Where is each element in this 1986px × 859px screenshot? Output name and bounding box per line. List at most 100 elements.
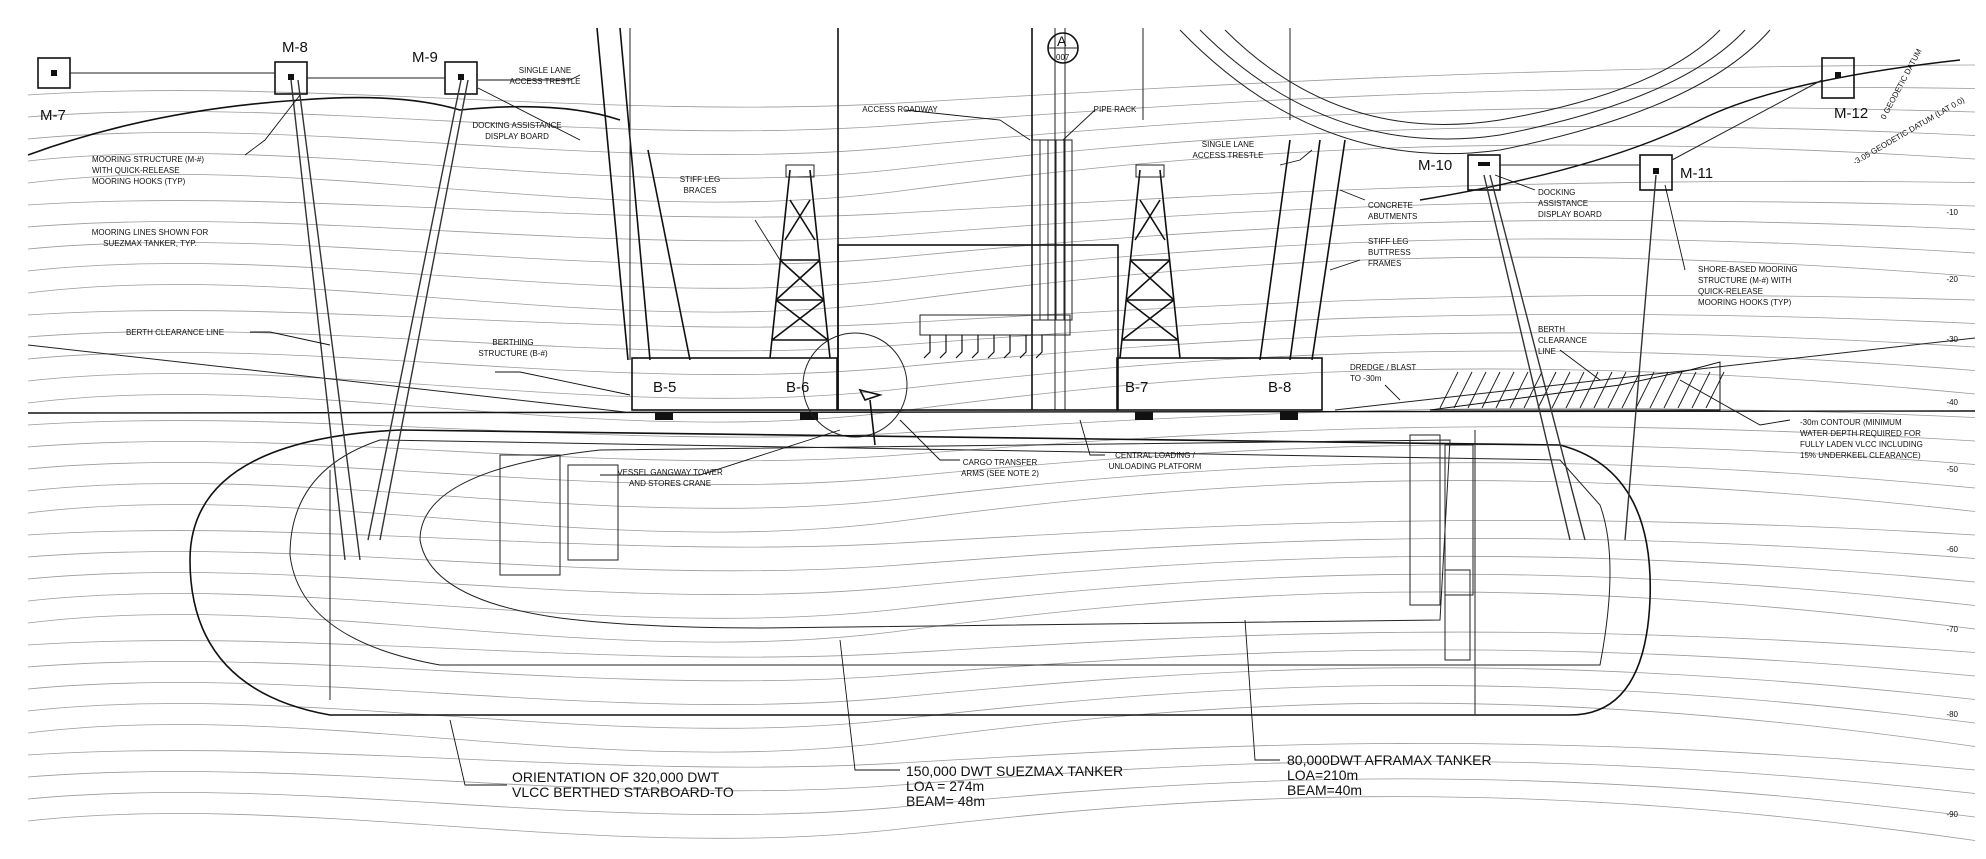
depth-label-d20: -20 [1946, 275, 1958, 284]
depth-label-d90: -90 [1946, 810, 1958, 819]
callout-vlcc-line-1: ORIENTATION OF 320,000 DWT [512, 769, 720, 785]
mooring-box-m11 [1639, 154, 1673, 191]
berthing-deck-left [631, 357, 838, 420]
callout-dredge-line-2: TO -30m [1350, 374, 1382, 383]
callout-stiff-leg-buttress-line-2: BUTTRESS [1368, 248, 1411, 257]
depth-label-d50: -50 [1946, 465, 1958, 474]
callout-docking-board-right-line-1: DOCKING [1538, 188, 1575, 197]
stiff-leg-tower-right [1119, 164, 1181, 359]
callout-single-lane-trestle-right-line-1: SINGLE LANE [1202, 140, 1254, 149]
callout-mooring-structure-line-1: MOORING STRUCTURE (M-#) [92, 155, 204, 164]
callout-contour-note-line-1: -30m CONTOUR (MINIMUM [1800, 418, 1902, 427]
callout-dredge-line-1: DREDGE / BLAST [1350, 363, 1416, 372]
berth-clearance-line-right [1334, 337, 1976, 411]
tag-m7: M-7 [40, 107, 66, 124]
callout-aframax-line-2: LOA=210m [1287, 767, 1358, 783]
dredge-hatch [1429, 361, 1725, 411]
callout-shore-mooring-line-3: QUICK-RELEASE [1698, 287, 1763, 296]
berthing-deck-right [1116, 357, 1323, 420]
tag-b8: B-8 [1268, 379, 1291, 396]
section-marker-letter: A [1057, 33, 1067, 49]
callout-stiff-leg-braces-line-1: STIFF LEG [680, 175, 720, 184]
callout-docking-board-right-line-2: ASSISTANCE [1538, 199, 1588, 208]
callout-docking-board-left-line-2: DISPLAY BOARD [485, 132, 549, 141]
callout-berthing-structure-line-1: BERTHING [492, 338, 533, 347]
shoreline-arc-inner [1199, 29, 1746, 140]
callout-stiff-leg-braces-line-2: BRACES [684, 186, 717, 195]
ship-superstructure [329, 430, 1476, 715]
callout-pipe-rack-line-1: PIPE RACK [1094, 105, 1137, 114]
callout-stiff-leg-buttress-line-3: FRAMES [1368, 259, 1401, 268]
mooring-box-m12 [1821, 57, 1855, 99]
central-platform [837, 244, 1119, 411]
mooring-box-m10 [1467, 154, 1501, 191]
callout-stiff-leg-buttress-line-1: STIFF LEG [1368, 237, 1408, 246]
tag-m11: M-11 [1680, 165, 1713, 182]
mooring-box-m7 [37, 57, 71, 89]
mooring-link-m11-m12 [1671, 79, 1823, 161]
callout-mooring-structure-line-2: WITH QUICK-RELEASE [92, 166, 180, 175]
suezmax-hull-outline [289, 439, 1611, 666]
callout-central-platform-line-2: UNLOADING PLATFORM [1109, 462, 1202, 471]
callout-single-lane-trestle-left-line-1: SINGLE LANE [519, 66, 571, 75]
callout-gangway-line-1: VESSEL GANGWAY TOWER [617, 468, 723, 477]
shoreline-arc-outer [1179, 29, 1771, 155]
gangway-crane [858, 388, 883, 446]
depth-label-d60: -60 [1946, 545, 1958, 554]
tag-m12: M-12 [1834, 105, 1868, 122]
section-marker: A 007 [1047, 32, 1079, 64]
shoreline-arc-3 [1224, 29, 1721, 125]
callout-single-lane-trestle-right-line-2: ACCESS TRESTLE [1193, 151, 1264, 160]
access-trestle-left [596, 27, 691, 361]
tag-m8: M-8 [282, 39, 308, 56]
coastline [27, 96, 621, 156]
tag-b5: B-5 [653, 379, 676, 396]
depth-label-d40: -40 [1946, 398, 1958, 407]
callout-cargo-arms-line-2: ARMS (SEE NOTE 2) [961, 469, 1039, 478]
section-marker-sheet: 007 [1056, 53, 1070, 62]
access-trestle-right [1142, 28, 1346, 361]
callout-access-roadway-line-1: ACCESS ROADWAY [862, 105, 938, 114]
callout-berth-clearance-left-line-1: BERTH CLEARANCE LINE [126, 328, 224, 337]
callout-vlcc-line-2: VLCC BERTHED STARBOARD-TO [512, 784, 734, 800]
callout-shore-mooring-line-2: STRUCTURE (M-#) WITH [1698, 276, 1792, 285]
callout-concrete-abutments-line-2: ABUTMENTS [1368, 212, 1417, 221]
depth-label-d30: -30 [1946, 335, 1958, 344]
callout-shore-mooring-line-4: MOORING HOOKS (TYP) [1698, 298, 1792, 307]
berth-clearance-line-left [27, 344, 626, 413]
vlcc-hull-outline [189, 429, 1652, 716]
callout-docking-board-right-line-3: DISPLAY BOARD [1538, 210, 1602, 219]
bathymetric-contours [27, 64, 1976, 841]
callout-aframax-line-3: BEAM=40m [1287, 782, 1362, 798]
tag-b7: B-7 [1125, 379, 1148, 396]
depth-label-d10: -10 [1946, 208, 1958, 217]
callout-mooring-structure-line-3: MOORING HOOKS (TYP) [92, 177, 186, 186]
callout-suezmax-line-1: 150,000 DWT SUEZMAX TANKER [906, 763, 1123, 779]
callout-aframax-line-1: 80,000DWT AFRAMAX TANKER [1287, 752, 1492, 768]
tag-m10: M-10 [1418, 157, 1452, 174]
depth-label-d80: -80 [1946, 710, 1958, 719]
mooring-box-m8 [274, 61, 308, 95]
callout-single-lane-trestle-left-line-2: ACCESS TRESTLE [510, 77, 581, 86]
callout-mooring-lines-line-2: SUEZMAX TANKER, TYP. [103, 239, 197, 248]
berth-baseline [27, 410, 1976, 414]
mooring-box-m9 [444, 61, 478, 95]
callout-gangway-line-2: AND STORES CRANE [629, 479, 711, 488]
callout-suezmax-line-3: BEAM= 48m [906, 793, 985, 809]
mooring-lines [290, 79, 1657, 561]
callout-berthing-structure-line-2: STRUCTURE (B-#) [478, 349, 548, 358]
callout-mooring-lines-line-1: MOORING LINES SHOWN FOR [92, 228, 209, 237]
callout-berth-clearance-right-line-2: CLEARANCE [1538, 336, 1587, 345]
tag-b6: B-6 [786, 379, 809, 396]
callout-contour-note-line-4: 15% UNDERKEEL CLEARANCE) [1800, 451, 1921, 460]
gangway-detail-circle [802, 332, 908, 438]
callout-contour-note-line-2: WATER DEPTH REQUIRED FOR [1800, 429, 1921, 438]
access-roadway [837, 28, 1073, 410]
callout-cargo-arms-line-1: CARGO TRANSFER [963, 458, 1038, 467]
tag-m9: M-9 [412, 49, 438, 66]
callout-shore-mooring-line-1: SHORE-BASED MOORING [1698, 265, 1798, 274]
callout-berth-clearance-right-line-3: LINE [1538, 347, 1556, 356]
aframax-hull-outline [419, 439, 1451, 629]
callout-concrete-abutments-line-1: CONCRETE [1368, 201, 1413, 210]
